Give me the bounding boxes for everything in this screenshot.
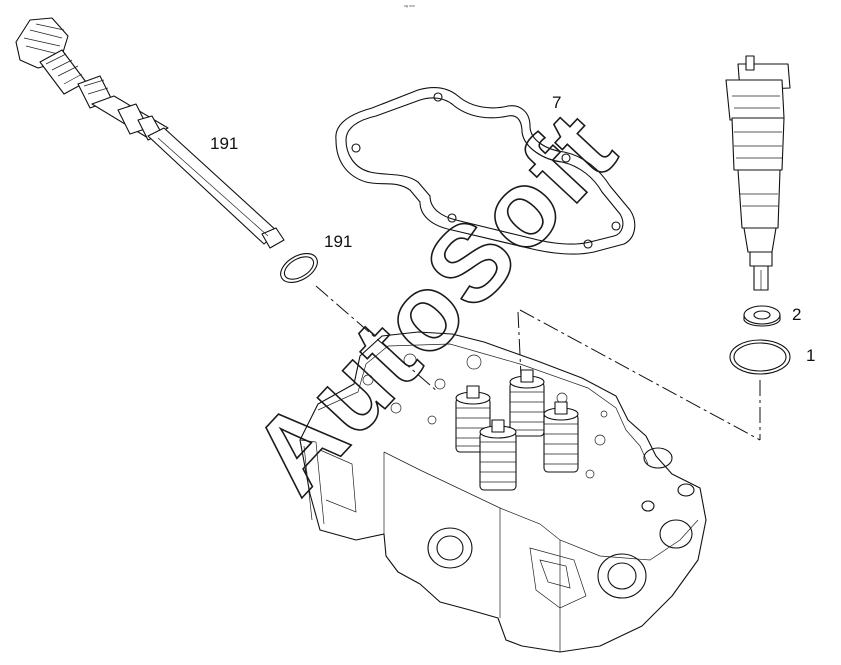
sealing-washer: [743, 305, 781, 327]
rocker-cover-gasket: [335, 86, 636, 255]
injector-feed-pipe: [15, 17, 285, 249]
valve-springs: [455, 369, 579, 491]
injector: [725, 55, 791, 291]
large-o-ring: [729, 339, 791, 375]
assembly-centre-lines: [315, 285, 761, 441]
callout-1-o-ring: 1: [806, 346, 816, 365]
small-o-ring: [280, 253, 318, 283]
callout-7-gasket: 7: [552, 93, 562, 112]
header-mark: ᵒᵍ ᵒᵒᵒ: [404, 4, 415, 10]
cylinder-head: [299, 331, 707, 653]
callout-191-feed-pipe: 191: [210, 134, 239, 153]
callout-191-o-ring: 191: [324, 232, 353, 251]
callout-2-washer: 2: [792, 305, 802, 324]
